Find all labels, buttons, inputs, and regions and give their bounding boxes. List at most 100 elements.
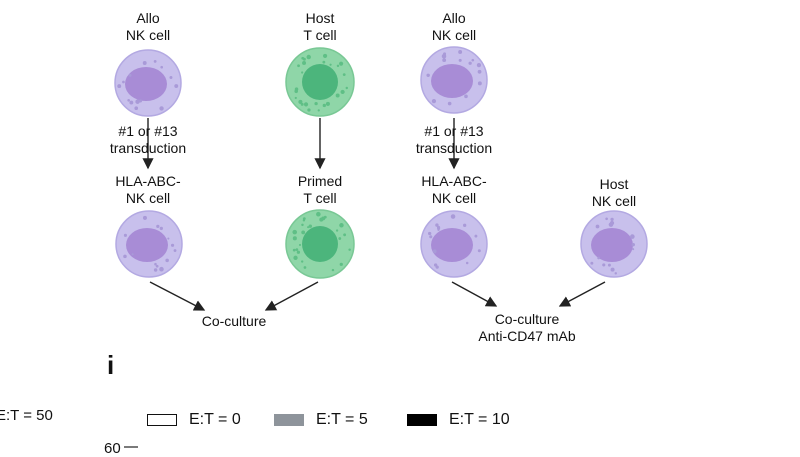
cell-granule (159, 226, 163, 231)
cell-granule (429, 235, 433, 239)
cell-granule (458, 50, 463, 54)
cell-granule (160, 65, 164, 69)
cell-granule (447, 101, 452, 106)
cell-granule (329, 63, 332, 66)
cell-granule (427, 231, 432, 236)
cell-granule (465, 261, 469, 265)
cell-granule (292, 248, 296, 252)
cell-granule (339, 262, 343, 266)
label-edited-nk-right: HLA-ABC-NK cell (421, 173, 487, 206)
cell-granule (442, 58, 447, 63)
cell-granule (607, 263, 611, 267)
cell-granule (450, 214, 456, 219)
cell-granule (322, 60, 326, 64)
cell-granule (314, 102, 318, 106)
cell-granule (302, 60, 307, 65)
cell-granule (173, 249, 177, 252)
cell-granule (605, 217, 608, 221)
cell-granule (317, 109, 320, 112)
legend-label-et5: E:T = 5 (316, 411, 368, 428)
cell-granule (298, 99, 303, 104)
cell-granule (294, 96, 297, 100)
allo-nk-cell-left (114, 49, 182, 117)
cell-granule (336, 64, 340, 68)
cell-granule (174, 84, 179, 88)
y-axis-tick-label: 60 (104, 440, 121, 457)
host-t-cell (285, 47, 355, 117)
cell-granule (292, 236, 297, 241)
cell-granule (335, 229, 339, 232)
cell-granule (609, 220, 615, 226)
cell-granule (293, 255, 298, 260)
cell-granule (610, 267, 615, 272)
cell-granule (154, 262, 157, 266)
cell-granule (296, 250, 301, 254)
cell-granule (301, 223, 304, 227)
cell-granule (322, 103, 326, 108)
legend-swatch-et10 (407, 414, 437, 426)
cell-granule (339, 61, 344, 66)
cell-granule (117, 84, 122, 89)
edited-nk-cell-right (420, 210, 488, 278)
cell-granule (142, 215, 147, 220)
cell-granule (159, 106, 164, 111)
legend-label-et0: E:T = 0 (189, 411, 241, 428)
cell-granule (342, 73, 346, 76)
cell-granule (322, 53, 328, 59)
cell-granule (474, 234, 478, 238)
cell-granule (307, 108, 311, 112)
cell-granule (303, 102, 309, 107)
allo-nk-cell-right (420, 46, 488, 114)
legend-swatch-et5 (274, 414, 304, 426)
cell-granule (123, 233, 127, 237)
label-coculture-left: Co-culture (201, 313, 267, 329)
cell-granule (464, 94, 468, 99)
cell-granule (331, 268, 335, 272)
cell-granule (153, 59, 157, 63)
cell-granule (443, 52, 447, 56)
arrow-to-coculture-left-b (264, 281, 319, 311)
arrow-to-coculture-right-b (558, 281, 606, 307)
cell-granule (477, 69, 482, 74)
cell-granule (298, 243, 302, 246)
host-nk-cell (580, 210, 648, 278)
arrow-to-coculture-right-a (451, 281, 498, 307)
cell-granule (300, 102, 304, 106)
cell-granule (590, 261, 594, 265)
cell-granule (316, 211, 321, 217)
cell-granule (614, 272, 618, 275)
arrow-to-coculture-left-a (149, 281, 206, 311)
cell-granule (302, 217, 306, 221)
cell-granule (123, 254, 127, 259)
cell-granule (597, 256, 601, 260)
cell-granule (169, 75, 173, 79)
label-edited-nk-left: HLA-ABC-NK cell (115, 173, 181, 206)
cell-granule (595, 224, 600, 229)
cell-granule (348, 248, 351, 251)
cell-granule (477, 81, 482, 86)
cell-granule (131, 253, 134, 256)
cell-granule (127, 98, 130, 102)
cell-granule (303, 266, 307, 269)
cell-granule (138, 99, 143, 103)
cell-granule (129, 100, 134, 105)
panel-letter: i (107, 350, 115, 380)
cell-granule (301, 230, 306, 235)
cell-granule (128, 73, 132, 77)
cell-granule (340, 89, 345, 95)
cell-granule (345, 86, 348, 90)
cropped-legend-label: E:T = 50 (0, 407, 53, 424)
cell-granule (432, 249, 437, 254)
cell-granule (302, 57, 306, 61)
cell-granule (135, 99, 140, 104)
cell-granule (294, 89, 298, 94)
